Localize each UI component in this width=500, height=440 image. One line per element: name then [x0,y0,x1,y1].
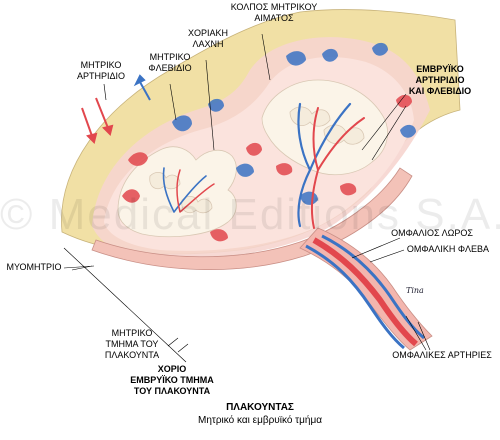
umbilical-vein-vessel [312,237,418,347]
leader-lines [63,33,431,363]
label-umbilical-arteries: ΟΜΦΑΛΙΚΕΣ ΑΡΤΗΡΙΕΣ [392,350,492,360]
fetal-vessels [162,102,365,229]
label-umbilical-vein: ΟΜΦΑΛΙΚΗ ΦΛΕΒΑ [406,244,490,254]
maternal-arterial-blood [122,94,412,242]
maternal-artery-arrows [81,97,114,144]
label-umbilical-cord: ΟΜΦΑΛΙΟΣ ΛΩΡΟΣ [391,228,473,238]
figure-subtitle: Μητρικό και εμβρυϊκό τμήμα [197,415,322,426]
label-myometrium: ΜΥΟΜΗΤΡΙΟ [6,262,62,272]
watermark: © Medical Editions S.A. [0,190,500,239]
maternal-venous-blood [172,42,416,205]
artist-signature: Tina [406,286,424,295]
figure-title: ΠΛΑΚΟΥΝΤΑΣ [226,402,294,413]
umbilical-artery-vessel-1 [305,244,405,350]
maternal-venule-arrows [133,74,151,101]
